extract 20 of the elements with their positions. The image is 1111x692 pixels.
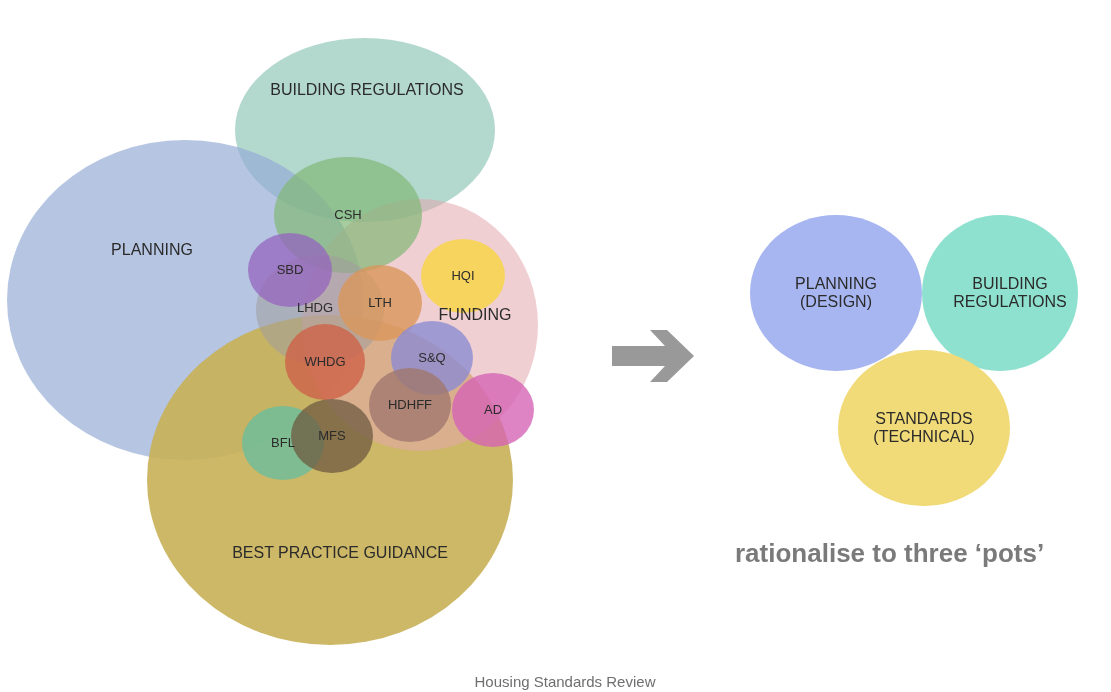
circle-label: BUILDING REGULATIONS	[952, 274, 1068, 312]
circle-label: CSH	[334, 207, 362, 223]
circle-label: BEST PRACTICE GUIDANCE	[232, 543, 448, 563]
circle-label: BFL	[271, 435, 295, 451]
circle-label: STANDARDS (TECHNICAL)	[872, 409, 976, 447]
circle-label: PLANNING (DESIGN)	[794, 274, 878, 312]
circle-label: LHDG	[296, 300, 334, 316]
circle-label: S&Q	[418, 350, 446, 366]
caption: Housing Standards Review	[473, 673, 657, 690]
circle-label: SBD	[276, 262, 304, 278]
circle-label: PLANNING	[111, 240, 193, 260]
circle-label: LTH	[368, 295, 392, 311]
circle-label: FUNDING	[438, 305, 512, 325]
circle-label: WHDG	[304, 354, 346, 370]
circle-label: BUILDING REGULATIONS	[270, 80, 464, 100]
circle-label: MFS	[318, 428, 346, 444]
circle-label: HQI	[451, 268, 475, 284]
circle-label: AD	[483, 402, 503, 418]
circle-label: HDHFF	[388, 397, 432, 413]
note-text: rationalise to three ‘pots’	[735, 538, 1045, 569]
